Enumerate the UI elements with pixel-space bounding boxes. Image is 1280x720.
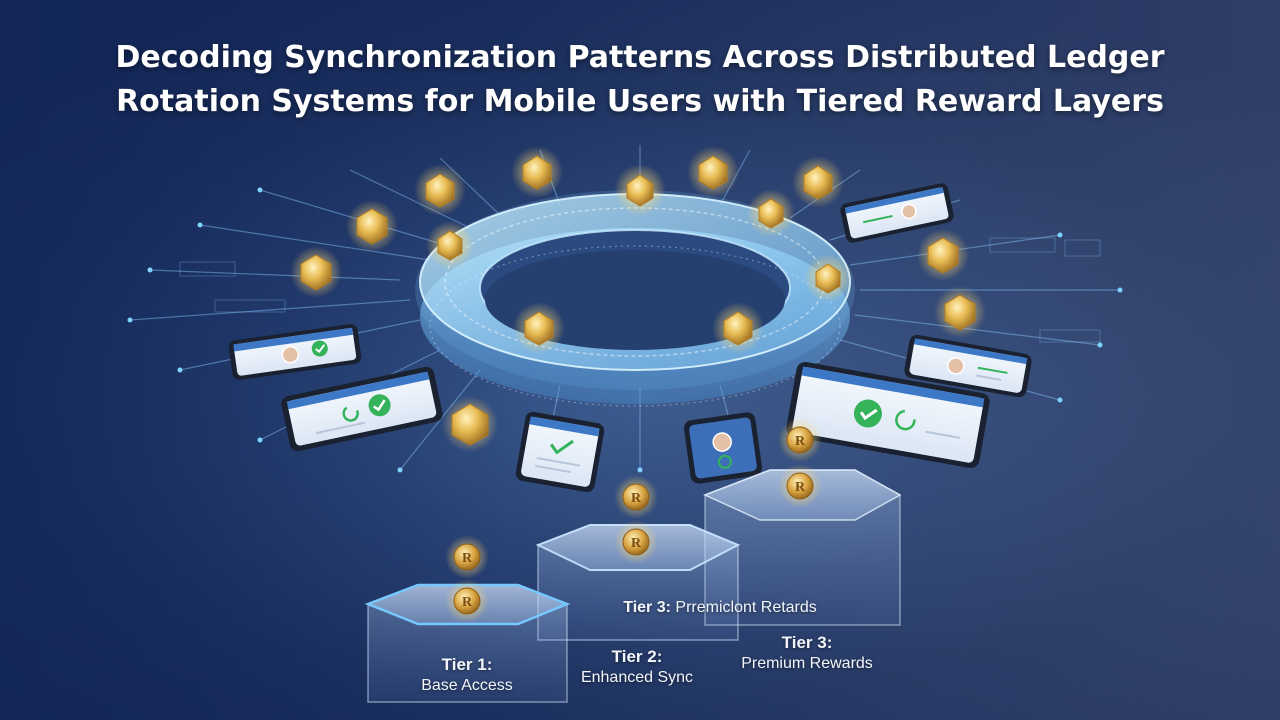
tier-label-overlay: Tier 3: Prremiclont Retards xyxy=(590,597,850,618)
gold-node-icon xyxy=(614,164,666,216)
coin-symbol: R xyxy=(795,480,806,495)
page-title: Decoding Synchronization Patterns Across… xyxy=(0,36,1280,124)
smartphone-icon xyxy=(281,366,443,452)
tier-2-desc: Enhanced Sync xyxy=(580,669,694,686)
title-line-1: Decoding Synchronization Patterns Across… xyxy=(115,40,1165,75)
reward-coin-icon: R xyxy=(614,475,658,519)
reward-coin-icon: R xyxy=(778,418,822,462)
gold-node-icon xyxy=(792,156,844,208)
smartphone-icon xyxy=(683,412,763,484)
gold-node-icon xyxy=(511,146,563,198)
gold-node-icon xyxy=(513,302,565,354)
tier-2-name: Tier 2: xyxy=(611,647,663,666)
smartphone-icon xyxy=(840,183,954,243)
tablet-icon xyxy=(786,361,990,469)
gold-node-icon xyxy=(917,229,969,281)
gold-node-icon xyxy=(290,246,342,298)
reward-coin-icon: R xyxy=(614,520,658,564)
gold-node-icon xyxy=(712,302,764,354)
gold-nodes xyxy=(290,146,986,452)
reward-coin-icon: R xyxy=(445,579,489,623)
tier-3-name: Tier 3: xyxy=(781,633,833,652)
gold-node-icon xyxy=(414,164,466,216)
tier-label-2: Tier 2: Enhanced Sync xyxy=(552,646,722,688)
title-line-2: Rotation Systems for Mobile Users with T… xyxy=(116,84,1164,119)
reward-coins: R R R R R R xyxy=(445,418,822,623)
tier-label-3: Tier 3: Premium Rewards xyxy=(712,632,902,674)
tier-label-1: Tier 1: Base Access xyxy=(382,654,552,696)
gold-node-icon xyxy=(747,189,795,237)
reward-coin-icon: R xyxy=(778,464,822,508)
smartphone-icon xyxy=(904,334,1032,398)
reward-coin-icon: R xyxy=(445,535,489,579)
gold-node-icon xyxy=(804,254,852,302)
tier-1-desc: Base Access xyxy=(421,677,513,694)
coin-symbol: R xyxy=(462,551,473,566)
coin-symbol: R xyxy=(462,595,473,610)
overlay-tier-desc: Prremiclont Retards xyxy=(675,599,817,616)
pedestal-icon xyxy=(364,469,902,703)
gold-node-icon xyxy=(442,396,498,452)
smartphone-icon xyxy=(515,411,605,493)
tier-1-name: Tier 1: xyxy=(441,655,493,674)
smartphone-icon xyxy=(228,324,362,380)
coin-symbol: R xyxy=(795,434,806,449)
overlay-tier-name: Tier 3: xyxy=(623,599,671,616)
tier-3-desc: Premium Rewards xyxy=(741,655,873,672)
gold-node-icon xyxy=(426,221,474,269)
data-panels xyxy=(179,237,1101,343)
gold-node-icon xyxy=(687,146,739,198)
gold-node-icon xyxy=(934,286,986,338)
coin-symbol: R xyxy=(631,491,642,506)
coin-symbol: R xyxy=(631,536,642,551)
gold-node-icon xyxy=(346,200,398,252)
